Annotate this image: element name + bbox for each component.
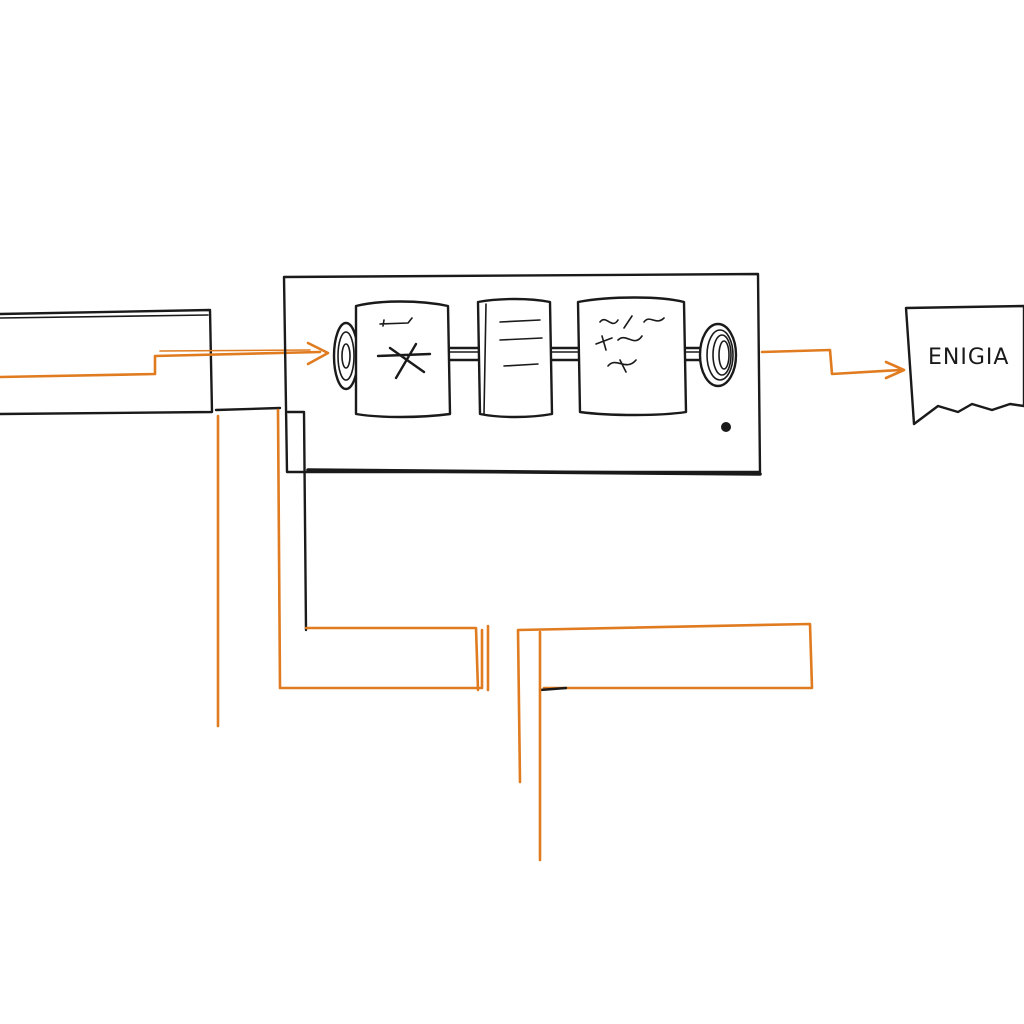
input-panel xyxy=(0,308,214,416)
right-wheel-ring-2 xyxy=(712,334,732,376)
output-arrow-head xyxy=(884,360,906,380)
rotor-2 xyxy=(476,297,554,419)
wire-black-connector-left xyxy=(214,406,282,412)
wire-right-loop xyxy=(516,622,814,784)
left-wheel-inner xyxy=(337,331,355,381)
input-wire-path xyxy=(0,350,322,379)
output-label: ENIGIA xyxy=(904,304,1024,426)
rotor-2-edge xyxy=(483,303,487,415)
lower-wiring xyxy=(214,406,814,862)
input-panel-double-line xyxy=(0,314,209,319)
rotor-3-body xyxy=(576,296,688,417)
input-wire-sketch-line xyxy=(159,349,311,352)
machine-outline xyxy=(282,272,762,474)
rotor-3-glyph-row-1 xyxy=(599,315,665,329)
rotor-3-glyph-row-2 xyxy=(595,335,643,351)
left-end-wheel xyxy=(332,321,360,391)
rotor-3-glyph-row-3 xyxy=(607,359,637,373)
wire-black-tick xyxy=(538,686,568,692)
rotor-2-glyph-lines xyxy=(499,319,543,367)
input-arrow-head xyxy=(306,341,330,366)
wire-black-connector-right xyxy=(286,410,308,632)
indicator-dot-icon xyxy=(721,422,731,432)
machine-shadow-edge xyxy=(306,468,762,476)
rotor-1-glyph-cross xyxy=(376,342,432,380)
output-label-text: ENIGIA xyxy=(928,345,1009,370)
output-label-paper xyxy=(904,304,1024,426)
rotor-1-body xyxy=(354,300,452,419)
input-wire xyxy=(0,341,330,379)
input-panel-outline xyxy=(0,308,214,416)
left-wheel-hub xyxy=(341,343,351,369)
output-wire xyxy=(760,348,906,380)
right-wheel-ring-1 xyxy=(706,329,734,381)
machine-housing xyxy=(282,272,762,476)
wire-loop-outer xyxy=(276,408,484,690)
wire-loop-inner xyxy=(304,626,480,692)
right-end-wheel xyxy=(698,322,738,388)
rotor-1 xyxy=(354,300,452,419)
rotor-3 xyxy=(576,296,688,417)
output-wire-path xyxy=(760,348,902,376)
rotor-2-body xyxy=(476,297,554,419)
rotor-1-glyph-top xyxy=(379,317,413,327)
right-wheel-hub xyxy=(718,340,730,370)
